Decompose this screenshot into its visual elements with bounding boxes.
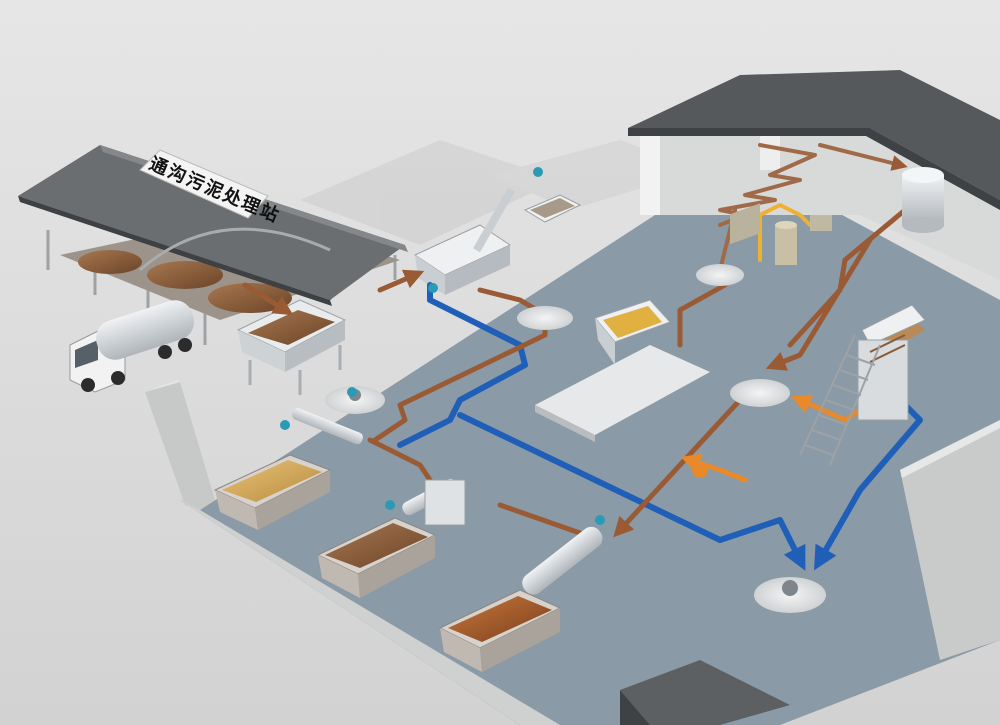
tank-cylinder-small <box>775 225 797 265</box>
right-wall <box>900 420 1000 660</box>
motor-6 <box>428 283 438 293</box>
sludge-line-7 <box>787 207 908 348</box>
front-wall <box>145 380 560 725</box>
sludge-line-10 <box>377 269 425 293</box>
clarifier-pad-3 <box>696 264 744 286</box>
sludge-line-9 <box>242 282 294 316</box>
clarifier-pads <box>325 264 826 613</box>
motor-5 <box>533 167 543 177</box>
screw-conveyors <box>280 167 605 595</box>
sludge-line-5 <box>677 282 728 348</box>
motor-4 <box>347 387 357 397</box>
central-slab <box>535 299 710 442</box>
clarifier-pad-1 <box>517 306 573 330</box>
pump-icon <box>692 462 708 478</box>
clarifier-pad-4 <box>730 379 790 407</box>
screw-conveyor-3 <box>522 526 603 595</box>
stair-icon <box>799 334 881 466</box>
sludge-line-4 <box>613 397 743 538</box>
sludge-line-3 <box>367 437 433 483</box>
skip-container-sand <box>213 454 332 530</box>
skip-container-brown <box>438 589 562 672</box>
tanker-truck <box>69 300 195 393</box>
tank-cylinder-large <box>902 175 944 225</box>
motor-3 <box>595 515 605 525</box>
water-line-right <box>814 402 923 571</box>
dewatering-tower <box>799 304 926 466</box>
orange-line-1 <box>790 394 863 423</box>
motor-2 <box>385 500 395 510</box>
drum-screen-unit <box>413 187 582 295</box>
sludge-pile-2 <box>147 261 223 289</box>
screw-conveyor-1 <box>291 408 363 445</box>
water-line-long <box>457 412 806 571</box>
corner-building <box>620 660 790 725</box>
hall-pipe-top <box>818 143 908 171</box>
hall-tanks <box>775 167 944 265</box>
pump-box-1 <box>730 203 760 245</box>
sludge-pile-3 <box>208 283 292 313</box>
receiving-hopper <box>236 299 347 395</box>
motor-1 <box>280 420 290 430</box>
dosing-box <box>810 215 832 231</box>
sludge-line-6 <box>765 237 873 371</box>
skip-container-mud <box>316 517 437 598</box>
sludge-pile-1 <box>78 250 142 274</box>
storage-hall <box>628 70 1000 280</box>
water-line-main <box>397 282 528 448</box>
pump-units <box>692 203 760 478</box>
